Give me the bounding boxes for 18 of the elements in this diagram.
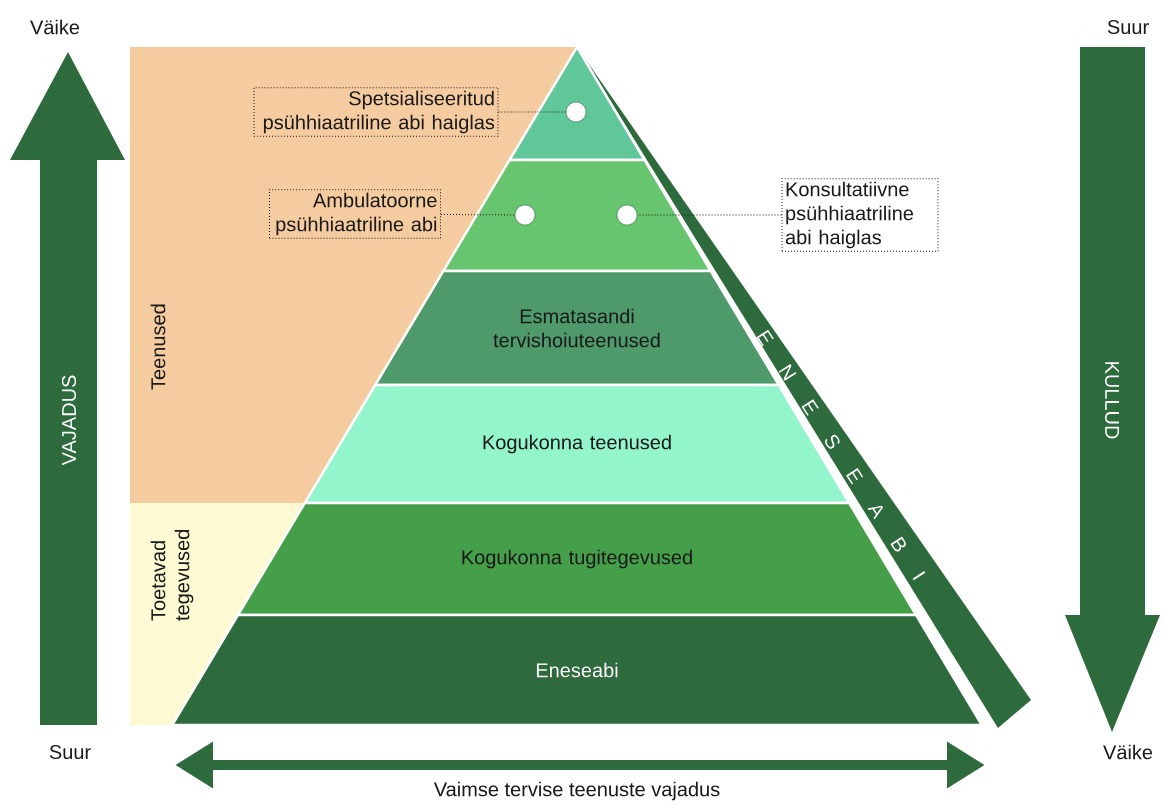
leader-line bbox=[498, 111, 567, 113]
callout-box: Konsultatiivne psühhiaatriline abi haiglas bbox=[781, 178, 939, 252]
region-band: Toetavad tegevused bbox=[130, 503, 305, 725]
arrow-label: VAJADUS bbox=[61, 375, 77, 466]
end-label: Suur bbox=[49, 744, 91, 760]
axis-label: Vaimse tervise teenuste vajadus bbox=[433, 781, 720, 801]
callout-box: Spetsialiseeritud psühhiaatriline abi haiglas bbox=[253, 87, 499, 137]
end-label: Väike bbox=[30, 19, 80, 35]
arrow-label: KULLUD bbox=[1105, 362, 1119, 439]
end-label: Väike bbox=[1103, 744, 1153, 760]
leader-line bbox=[636, 214, 782, 216]
leader-line bbox=[440, 214, 516, 216]
marker-dot bbox=[616, 204, 638, 226]
marker-dot bbox=[514, 204, 536, 226]
end-label: Suur bbox=[1107, 19, 1149, 35]
pyramid-tier bbox=[442, 158, 712, 273]
callout-box: Ambulatoorne psühhiaatriline abi bbox=[269, 189, 441, 239]
marker-dot bbox=[565, 101, 587, 123]
